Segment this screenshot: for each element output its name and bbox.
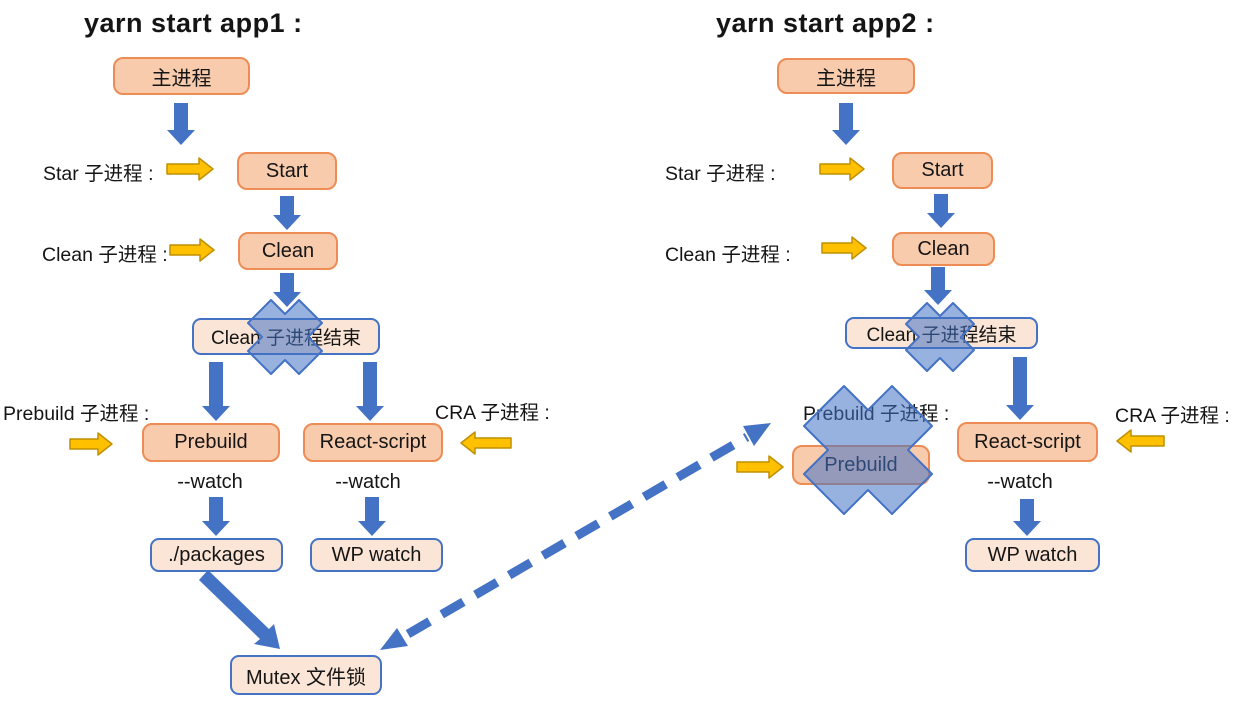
app1-arrow-clean-to-done [273,273,301,307]
app1-clean-pointer-arrow [169,238,215,262]
dashed-arrowhead-prebuild-end [743,423,771,446]
app2-clean-pointer-arrow [821,236,867,260]
app1-arrow-watch-to-packages [202,497,230,536]
app2-react-script-box: React-script [957,422,1098,462]
app1-title: yarn start app1 : [84,8,303,38]
app2-start-box: Start [892,152,993,189]
app2-prebuild-pointer-arrow [736,455,784,479]
app1-arrow-packages-to-mutex [199,570,280,649]
app1-mutex-box: Mutex 文件锁 [230,655,382,695]
app1-prebuild-box: Prebuild [142,423,280,462]
app2-arrow-done-to-react [1006,357,1034,420]
app1-react-watch-flag: --watch [335,471,401,493]
app2-clean-subprocess-label: Clean 子进程 : [665,244,791,266]
app2-main-process-box: 主进程 [777,58,915,94]
app2-cra-pointer-arrow [1116,429,1165,453]
app1-arrow-done-to-prebuild [202,362,230,421]
app1-cra-pointer-arrow [460,431,512,455]
app1-arrow-start-to-clean [273,196,301,230]
app1-packages-box: ./packages [150,538,283,572]
dashed-arrowhead-mutex-end [380,628,408,650]
mutex-prebuild-dashed-link [405,433,750,638]
app1-arrow-main-to-start [167,103,195,145]
app1-wp-watch-box: WP watch [310,538,443,572]
app1-start-box: Start [237,152,337,190]
app1-prebuild-pointer-arrow [69,432,113,456]
app2-cra-subprocess-label: CRA 子进程 : [1115,405,1230,427]
app2-wp-watch-box: WP watch [965,538,1100,572]
app1-star-pointer-arrow [166,157,214,181]
app2-prebuild-subprocess-label: Prebuild 子进程 : [803,403,950,425]
app2-clean-box: Clean [892,232,995,266]
app2-arrow-main-to-start [832,103,860,145]
app2-star-subprocess-label: Star 子进程 : [665,163,776,185]
app2-title: yarn start app2 : [716,8,935,38]
app2-prebuild-box: Prebuild [792,445,930,485]
app1-clean-done-box: Clean 子进程结束 [192,318,380,355]
app2-arrow-watch-to-wpwatch [1013,499,1041,536]
app2-arrow-clean-to-done [924,267,952,305]
app1-arrow-watch-to-wpwatch [358,497,386,536]
app1-cra-subprocess-label: CRA 子进程 : [435,402,550,424]
app2-star-pointer-arrow [819,157,865,181]
app2-arrow-start-to-clean [927,194,955,228]
app2-react-watch-flag: --watch [987,471,1053,493]
app1-react-script-box: React-script [303,423,443,462]
app1-clean-box: Clean [238,232,338,270]
app1-star-subprocess-label: Star 子进程 : [43,163,154,185]
app2-clean-done-box: Clean 子进程结束 [845,317,1038,349]
app1-arrow-done-to-react [356,362,384,421]
app1-prebuild-subprocess-label: Prebuild 子进程 : [3,403,150,425]
app1-prebuild-watch-flag: --watch [177,471,243,493]
app1-main-process-box: 主进程 [113,57,250,95]
app1-clean-subprocess-label: Clean 子进程 : [42,244,168,266]
